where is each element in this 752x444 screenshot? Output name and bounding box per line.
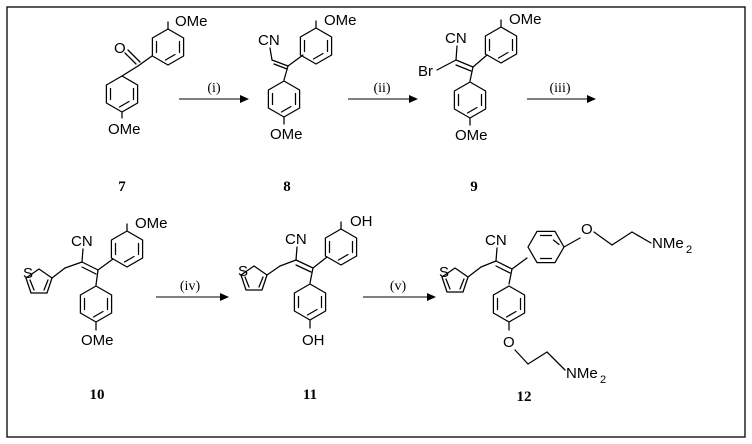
- compound-number: 8: [283, 179, 291, 195]
- arrow-step-ii: (ii): [348, 81, 418, 103]
- compound-number: 12: [517, 389, 532, 405]
- arrow-step-iii: (iii): [527, 81, 596, 103]
- reagent-label: (iv): [180, 279, 201, 294]
- atom-label: OMe: [270, 126, 303, 143]
- atom-label: OMe: [324, 12, 357, 29]
- scheme-frame: [6, 6, 746, 438]
- compound-9: CN Br OMe OMe 9: [418, 11, 542, 195]
- atom-label: O: [114, 40, 126, 57]
- atom-label: NMe: [566, 365, 598, 382]
- atom-label: 2: [600, 374, 606, 386]
- compound-12: CN S O NMe 2 O NMe 2 12: [439, 221, 692, 405]
- atom-label: OMe: [108, 121, 141, 138]
- atom-label: NMe: [652, 235, 684, 252]
- atom-label: OMe: [509, 11, 542, 28]
- compound-7: OMe O OMe 7: [105, 13, 208, 195]
- reagent-label: (i): [207, 81, 221, 96]
- compound-8: CN OMe OMe 8: [258, 12, 357, 195]
- atom-label: S: [23, 265, 33, 282]
- arrow-step-iv: (iv): [156, 279, 229, 301]
- atom-label: CN: [485, 232, 507, 249]
- compound-number: 9: [470, 179, 478, 195]
- atom-label: OMe: [81, 332, 114, 349]
- atom-label: S: [238, 263, 248, 280]
- atom-label: CN: [445, 30, 467, 47]
- atom-label: OH: [302, 332, 325, 349]
- atom-label: OH: [350, 213, 373, 230]
- reagent-label: (v): [390, 279, 407, 294]
- atom-label: CN: [285, 231, 307, 248]
- atom-label: S: [439, 264, 449, 281]
- atom-label: O: [503, 334, 515, 351]
- reagent-label: (iii): [550, 81, 571, 96]
- atom-label: OMe: [175, 13, 208, 30]
- atom-label: O: [581, 221, 593, 238]
- atom-label: 2: [686, 244, 692, 256]
- atom-label: CN: [71, 233, 93, 250]
- arrow-step-i: (i): [179, 81, 249, 103]
- compound-number: 10: [90, 387, 105, 403]
- atom-label: OMe: [135, 215, 168, 232]
- atom-label: Br: [418, 63, 433, 80]
- atom-label: CN: [258, 32, 280, 49]
- reagent-label: (ii): [373, 81, 390, 96]
- compound-number: 7: [118, 179, 126, 195]
- compound-number: 11: [303, 387, 317, 403]
- arrow-step-v: (v): [363, 279, 436, 301]
- compound-10: CN S OMe OMe 10: [23, 215, 168, 403]
- compound-11: CN S OH OH 11: [238, 213, 373, 403]
- atom-label: OMe: [455, 127, 488, 144]
